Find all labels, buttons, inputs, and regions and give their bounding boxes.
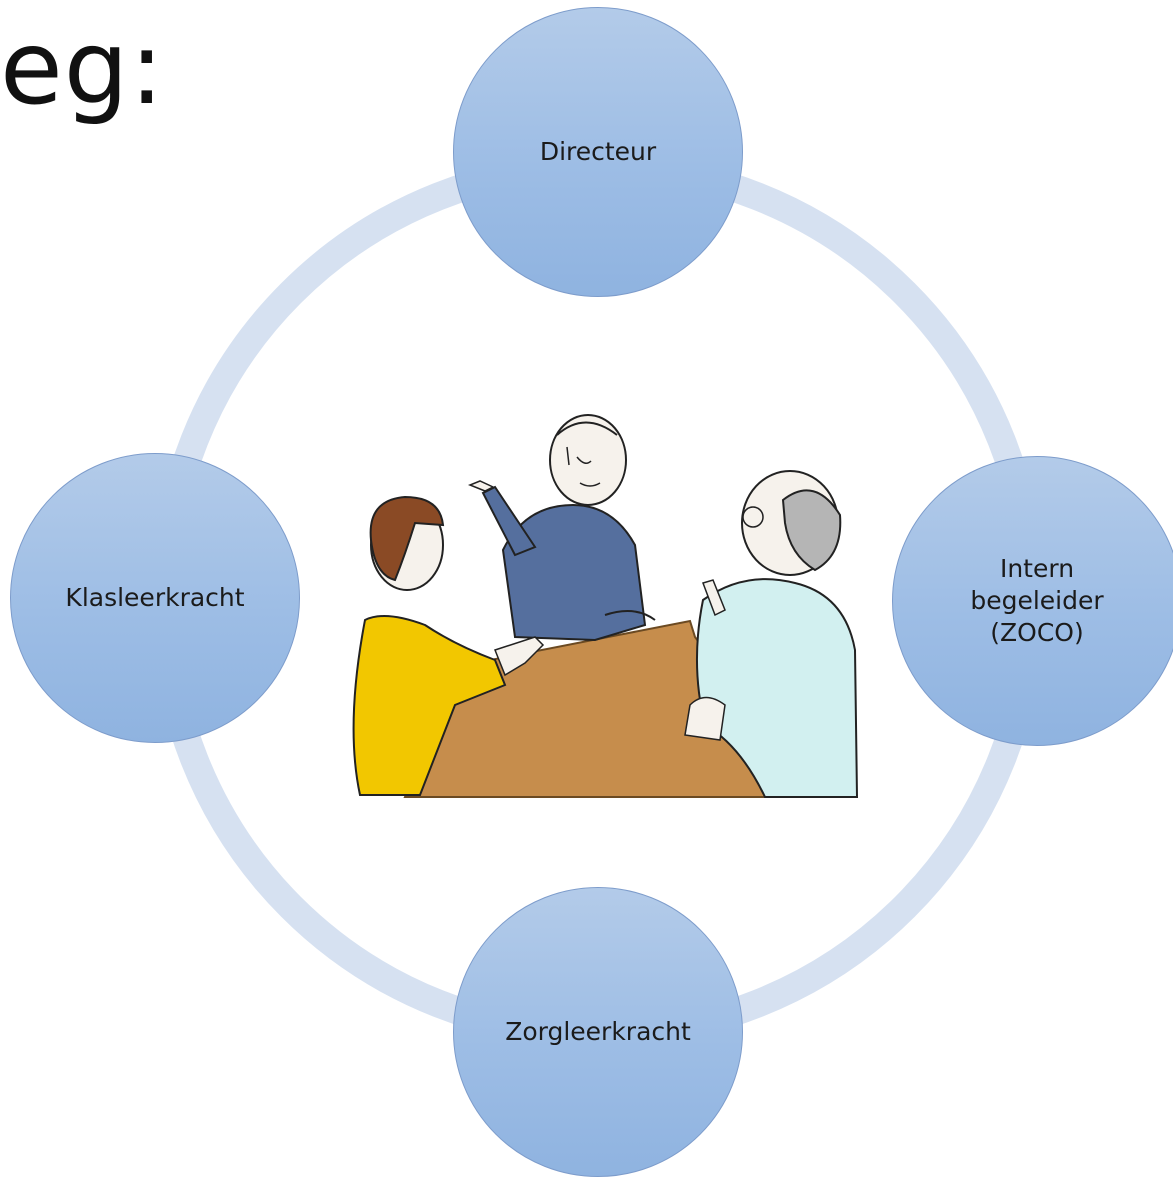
node-zorgleerkracht-label: Zorgleerkracht [505, 1017, 691, 1046]
node-intern-begeleider-label: Intern begeleider (ZOCO) [970, 554, 1104, 647]
man-center-figure [467, 414, 656, 642]
meeting-illustration [345, 405, 865, 800]
node-directeur: Directeur [453, 7, 743, 297]
node-directeur-label: Directeur [539, 137, 657, 166]
woman-figure [352, 495, 545, 796]
node-zorgleerkracht: Zorgleerkracht [453, 887, 743, 1177]
page-heading: eg: [0, 9, 165, 128]
man-right-figure [684, 470, 859, 798]
node-intern-begeleider: Intern begeleider (ZOCO) [892, 456, 1173, 746]
node-klasleerkracht-label: Klasleerkracht [65, 583, 245, 612]
node-klasleerkracht: Klasleerkracht [10, 453, 300, 743]
